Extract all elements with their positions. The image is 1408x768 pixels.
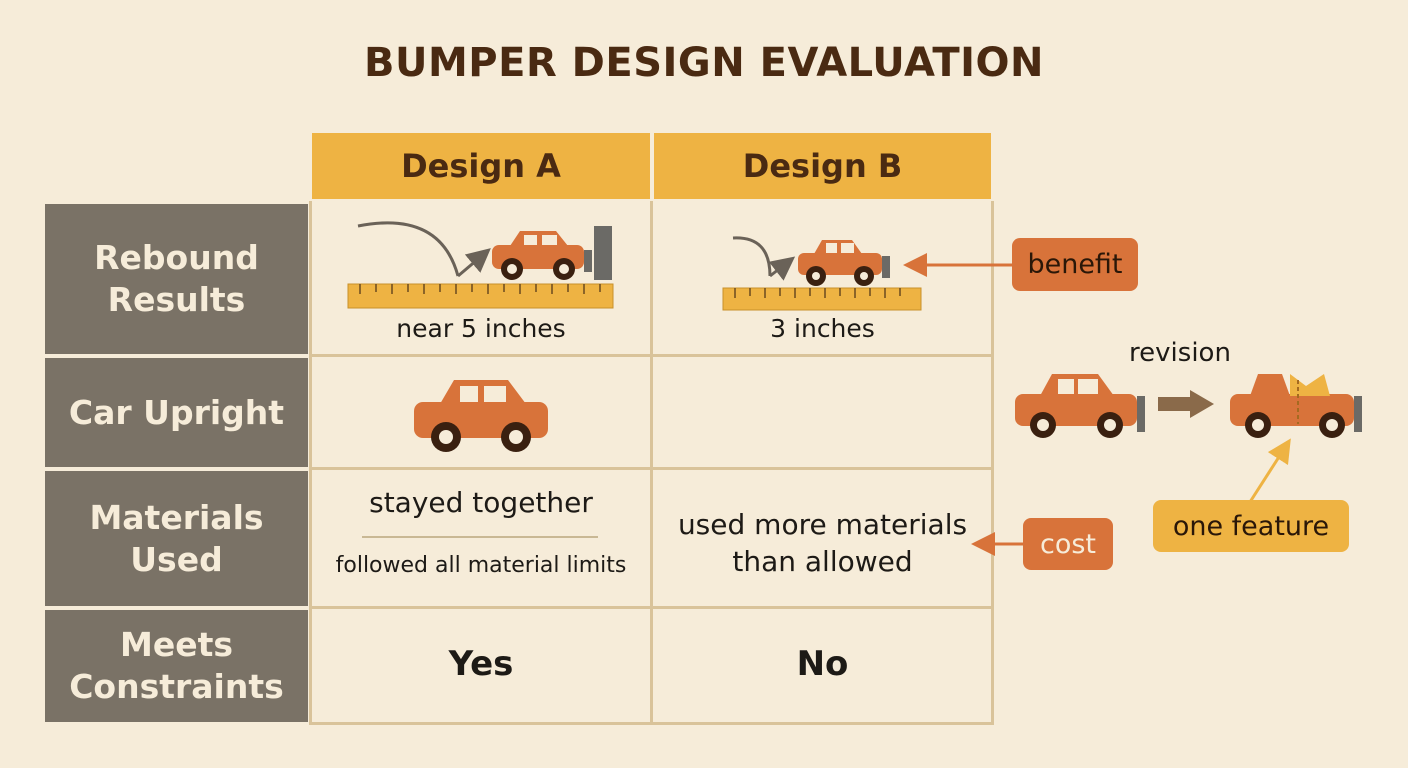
table-divider-middle <box>650 201 653 724</box>
rebound-arc-icon <box>732 236 772 277</box>
car-icon <box>1230 374 1362 438</box>
car-icon <box>414 380 548 452</box>
rebound-a-value: near 5 inches <box>396 314 566 343</box>
materials-b-value: used more materials than allowed <box>677 508 968 578</box>
revision-label: revision <box>1129 338 1231 368</box>
table-border-left <box>309 201 312 724</box>
column-header-design-a: Design A <box>312 133 650 199</box>
table-row-divider <box>309 606 994 609</box>
page-title: BUMPER DESIGN EVALUATION <box>364 40 1044 86</box>
car-icon <box>798 240 890 286</box>
materials-a-top: stayed together <box>369 486 593 519</box>
ruler-icon <box>722 287 922 311</box>
rebound-arrow-icon <box>457 248 491 278</box>
table-row-divider <box>309 354 994 357</box>
benefit-label: benefit <box>1027 249 1123 280</box>
row-header-materials-label: Materials Used <box>89 497 264 579</box>
row-header-rebound: Rebound Results <box>45 204 308 354</box>
table-row-divider <box>309 467 994 470</box>
revision-arrow-icon <box>1158 390 1214 418</box>
table-border-right <box>991 201 994 724</box>
column-header-design-b: Design B <box>654 133 991 199</box>
row-header-upright-label: Car Upright <box>68 392 285 432</box>
materials-a-bottom: followed all material limits <box>335 553 627 578</box>
one-feature-callout: one feature <box>1153 500 1349 552</box>
benefit-callout: benefit <box>1012 238 1138 291</box>
cost-label: cost <box>1039 528 1097 560</box>
constraints-b-value: No <box>796 644 849 684</box>
cost-callout: cost <box>1023 518 1113 570</box>
rebound-arc-icon <box>357 221 460 277</box>
row-header-materials: Materials Used <box>45 471 308 606</box>
car-icon <box>492 231 592 280</box>
feature-arrow-icon <box>1248 438 1291 503</box>
table-border-bottom <box>309 722 994 725</box>
rebound-arrow-icon <box>768 256 796 281</box>
row-header-rebound-label: Rebound Results <box>94 238 259 319</box>
row-header-constraints-label: Meets Constraints <box>69 625 284 706</box>
constraints-a-value: Yes <box>448 644 514 684</box>
car-icon <box>1015 374 1145 438</box>
rebound-b-value: 3 inches <box>770 314 875 343</box>
ruler-icon <box>347 283 614 309</box>
wall-icon <box>594 226 612 280</box>
row-header-upright: Car Upright <box>45 358 308 467</box>
row-header-constraints: Meets Constraints <box>45 610 308 722</box>
one-feature-label: one feature <box>1172 510 1330 542</box>
